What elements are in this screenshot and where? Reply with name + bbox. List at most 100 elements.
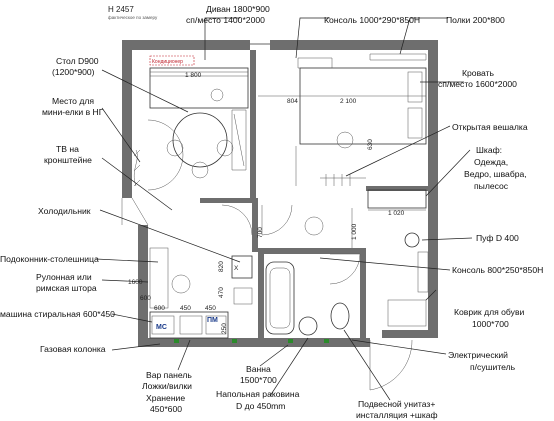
leader-wc [343,329,391,401]
leader-fridge [99,209,241,263]
dim-1600: 1600 [128,279,143,286]
label-blind-2: римская штора [36,283,97,293]
leader-console-bottom [319,257,451,271]
console-hall [417,251,429,293]
kitchen-counter [149,311,229,339]
person-kitchen [171,274,191,294]
door-swing-bedroom [261,204,293,236]
marker-green-1 [174,339,179,343]
marker-green-4 [324,339,329,343]
washing-machine [151,315,175,335]
wall-kitchen-right [252,198,258,252]
window-sill-counter [149,247,169,309]
wall-partition-vertical [250,50,256,200]
dim-470: 470 [218,287,225,298]
label-fridge: Холодильник [38,206,91,216]
label-panel-3: Хранение [146,393,185,403]
label-hanger: Открытая вешалка [452,122,528,132]
wall-bathroom-right [360,248,366,338]
leader-bath [259,344,289,367]
person-hall [304,216,324,236]
wall-bathroom-left [258,248,264,338]
wall-left-upper [122,40,132,198]
wall-wardrobe-top [366,186,428,191]
door-swing-entrance [369,339,413,391]
dim-804: 804 [287,98,298,105]
pm-tag: ПМ [207,317,218,324]
wall-top-right [270,40,438,50]
wall-left-lower [138,225,148,345]
label-wardrobe-3: Ведро, швабра, [464,169,527,179]
stove [233,287,253,305]
leader-tree [101,107,141,163]
label-console-top: Консоль 1000*290*850Н [324,15,420,25]
marker-green-3 [288,339,293,343]
label-bed-2: сп/место 1600*2000 [438,79,517,89]
person-living [210,88,224,102]
door-swing-bathroom [329,253,361,285]
pouf [404,232,420,248]
ac-unit [149,55,195,66]
label-shoes-1: Коврик для обуви [454,307,525,317]
dim-2100: 2 100 [340,98,357,105]
label-shoes-2: 1000*700 [472,319,509,329]
dim-600-counter: 600 [154,305,165,312]
label-tv-1: ТВ на [56,144,79,154]
leader-panel [177,339,191,371]
x-mark: X [234,265,239,272]
dim-630: 630 [367,139,374,150]
shelves-unit [369,53,427,61]
label-wardrobe-2: Одежда, [474,157,508,167]
tv-console [231,109,247,171]
plan-code: Н 2457 [108,5,134,14]
label-shelves: Полки 200*800 [446,15,505,25]
toilet [330,302,350,330]
label-sink-2: D до 450mm [236,401,285,411]
dim-1800: 1 800 [185,72,202,79]
leader-dryer [351,339,447,355]
leader-lines [95,17,473,401]
dim-1020: 1 020 [388,210,405,217]
floor-sink [298,316,318,336]
label-sofa-2: сп/место 1400*2000 [186,15,265,25]
leader-hanger [345,125,451,177]
label-pouf: Пуф D 400 [476,233,519,243]
leader-shelves [399,17,448,55]
door-swing-kitchen [221,204,253,236]
label-sink-1: Напольная раковина [216,389,300,399]
label-wc-2: инсталляция +шкаф [356,410,438,420]
wall-bathroom-top [260,248,364,254]
label-wardrobe-1: Шкаф: [476,145,502,155]
console-bedroom [297,57,333,69]
wall-bottom-right [382,330,438,338]
wardrobe [367,189,427,209]
dim-700: 700 [257,227,264,238]
label-washer: машина стиральная 600*450 [0,309,115,319]
leader-blind [101,279,149,283]
window-left [121,197,149,226]
leader-shoes [425,289,437,301]
outer-walls [122,40,438,347]
label-wardrobe-4: пылесос [474,181,509,191]
dim-450-a: 450 [180,305,191,312]
person-bedroom [336,131,354,149]
label-dryer-1: Электрический [448,350,508,360]
label-tree-1: Место для [52,96,94,106]
leader-table [101,69,189,113]
label-panel-2: Ложки/вилки [142,381,192,391]
dim-450-b: 450 [205,305,216,312]
leader-washer [111,313,153,323]
hanger-rail [320,174,366,186]
wall-top-left [122,40,250,50]
leader-console-top [295,17,330,59]
label-bath-1: Ванна [246,364,271,374]
cabinet [179,315,203,335]
label-console-bottom: Консоль 800*250*850Н [452,265,543,275]
leader-tv [101,157,173,211]
label-table-2: (1200*900) [52,67,95,77]
wall-bottom [138,338,370,347]
shoe-mat [387,299,427,327]
marker-green-2 [232,339,237,343]
label-boiler: Газовая колонка [40,344,106,354]
label-panel-1: Вар панель [146,370,192,380]
